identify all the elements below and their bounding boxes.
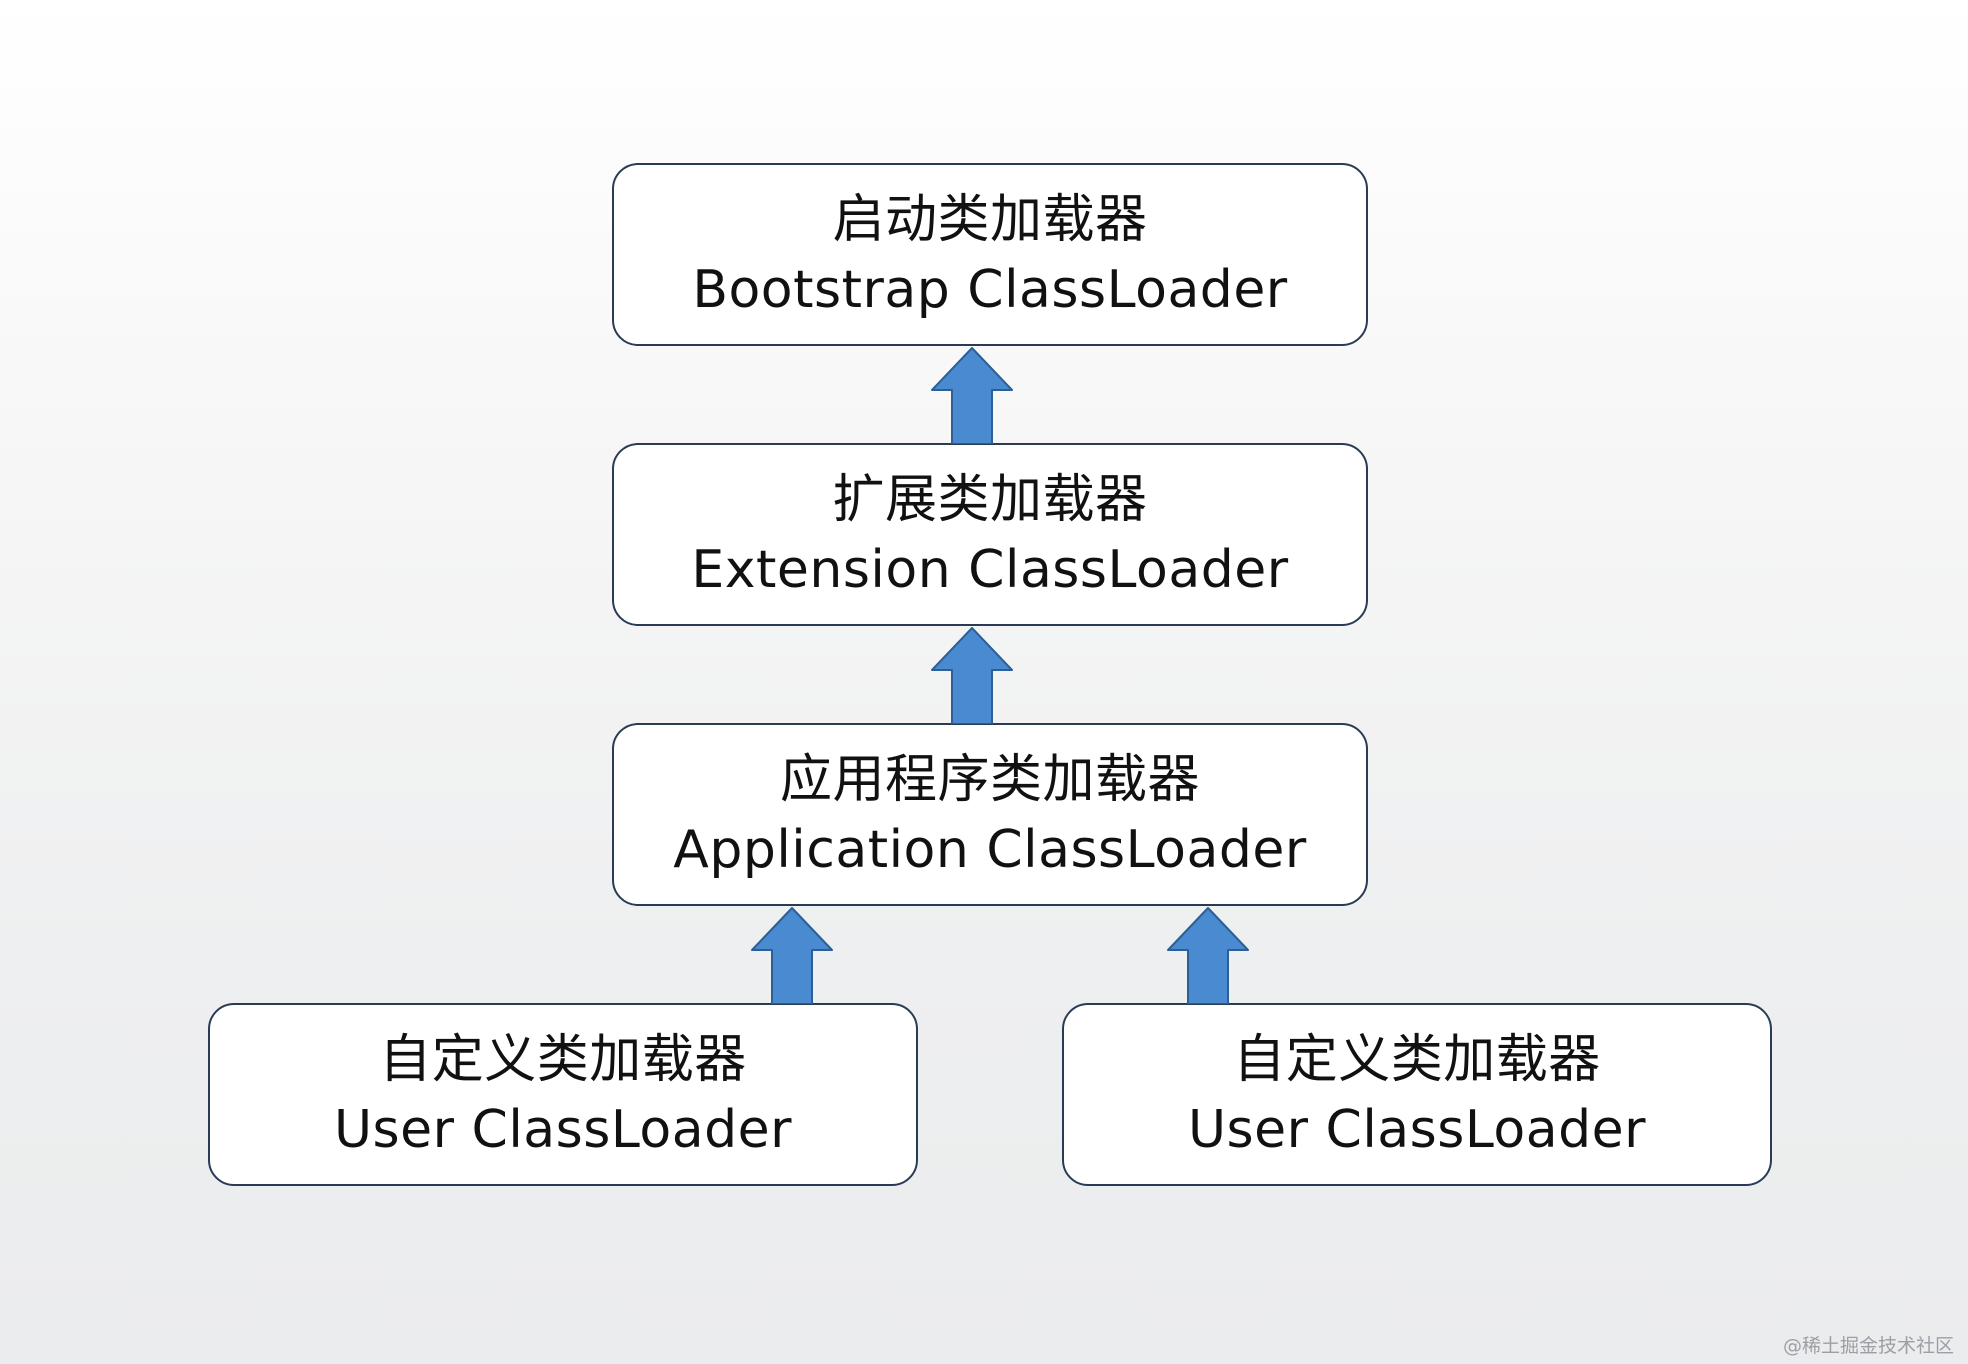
user-classloader-right-zh-label: 自定义类加载器 bbox=[1233, 1029, 1601, 1090]
user-classloader-left-en-label: User ClassLoader bbox=[334, 1099, 792, 1160]
up-arrow-user-right-to-application bbox=[1167, 907, 1249, 1004]
up-arrow-application-to-extension bbox=[931, 627, 1013, 724]
up-arrow-extension-to-bootstrap bbox=[931, 347, 1013, 444]
application-classloader-zh-label: 应用程序类加载器 bbox=[779, 749, 1200, 810]
user-classloader-box-right: 自定义类加载器 User ClassLoader bbox=[1062, 1003, 1772, 1186]
user-classloader-box-left: 自定义类加载器 User ClassLoader bbox=[208, 1003, 918, 1186]
application-classloader-box: 应用程序类加载器 Application ClassLoader bbox=[612, 723, 1368, 906]
user-classloader-right-en-label: User ClassLoader bbox=[1188, 1099, 1646, 1160]
user-classloader-left-zh-label: 自定义类加载器 bbox=[379, 1029, 747, 1090]
extension-classloader-zh-label: 扩展类加载器 bbox=[832, 469, 1148, 530]
watermark: @稀土掘金技术社区 bbox=[1782, 1335, 1954, 1357]
bootstrap-classloader-zh-label: 启动类加载器 bbox=[832, 189, 1148, 250]
up-arrow-user-left-to-application bbox=[751, 907, 833, 1004]
extension-classloader-en-label: Extension ClassLoader bbox=[691, 539, 1289, 600]
bootstrap-classloader-box: 启动类加载器 Bootstrap ClassLoader bbox=[612, 163, 1368, 346]
bootstrap-classloader-en-label: Bootstrap ClassLoader bbox=[692, 259, 1288, 320]
extension-classloader-box: 扩展类加载器 Extension ClassLoader bbox=[612, 443, 1368, 626]
application-classloader-en-label: Application ClassLoader bbox=[673, 819, 1307, 880]
